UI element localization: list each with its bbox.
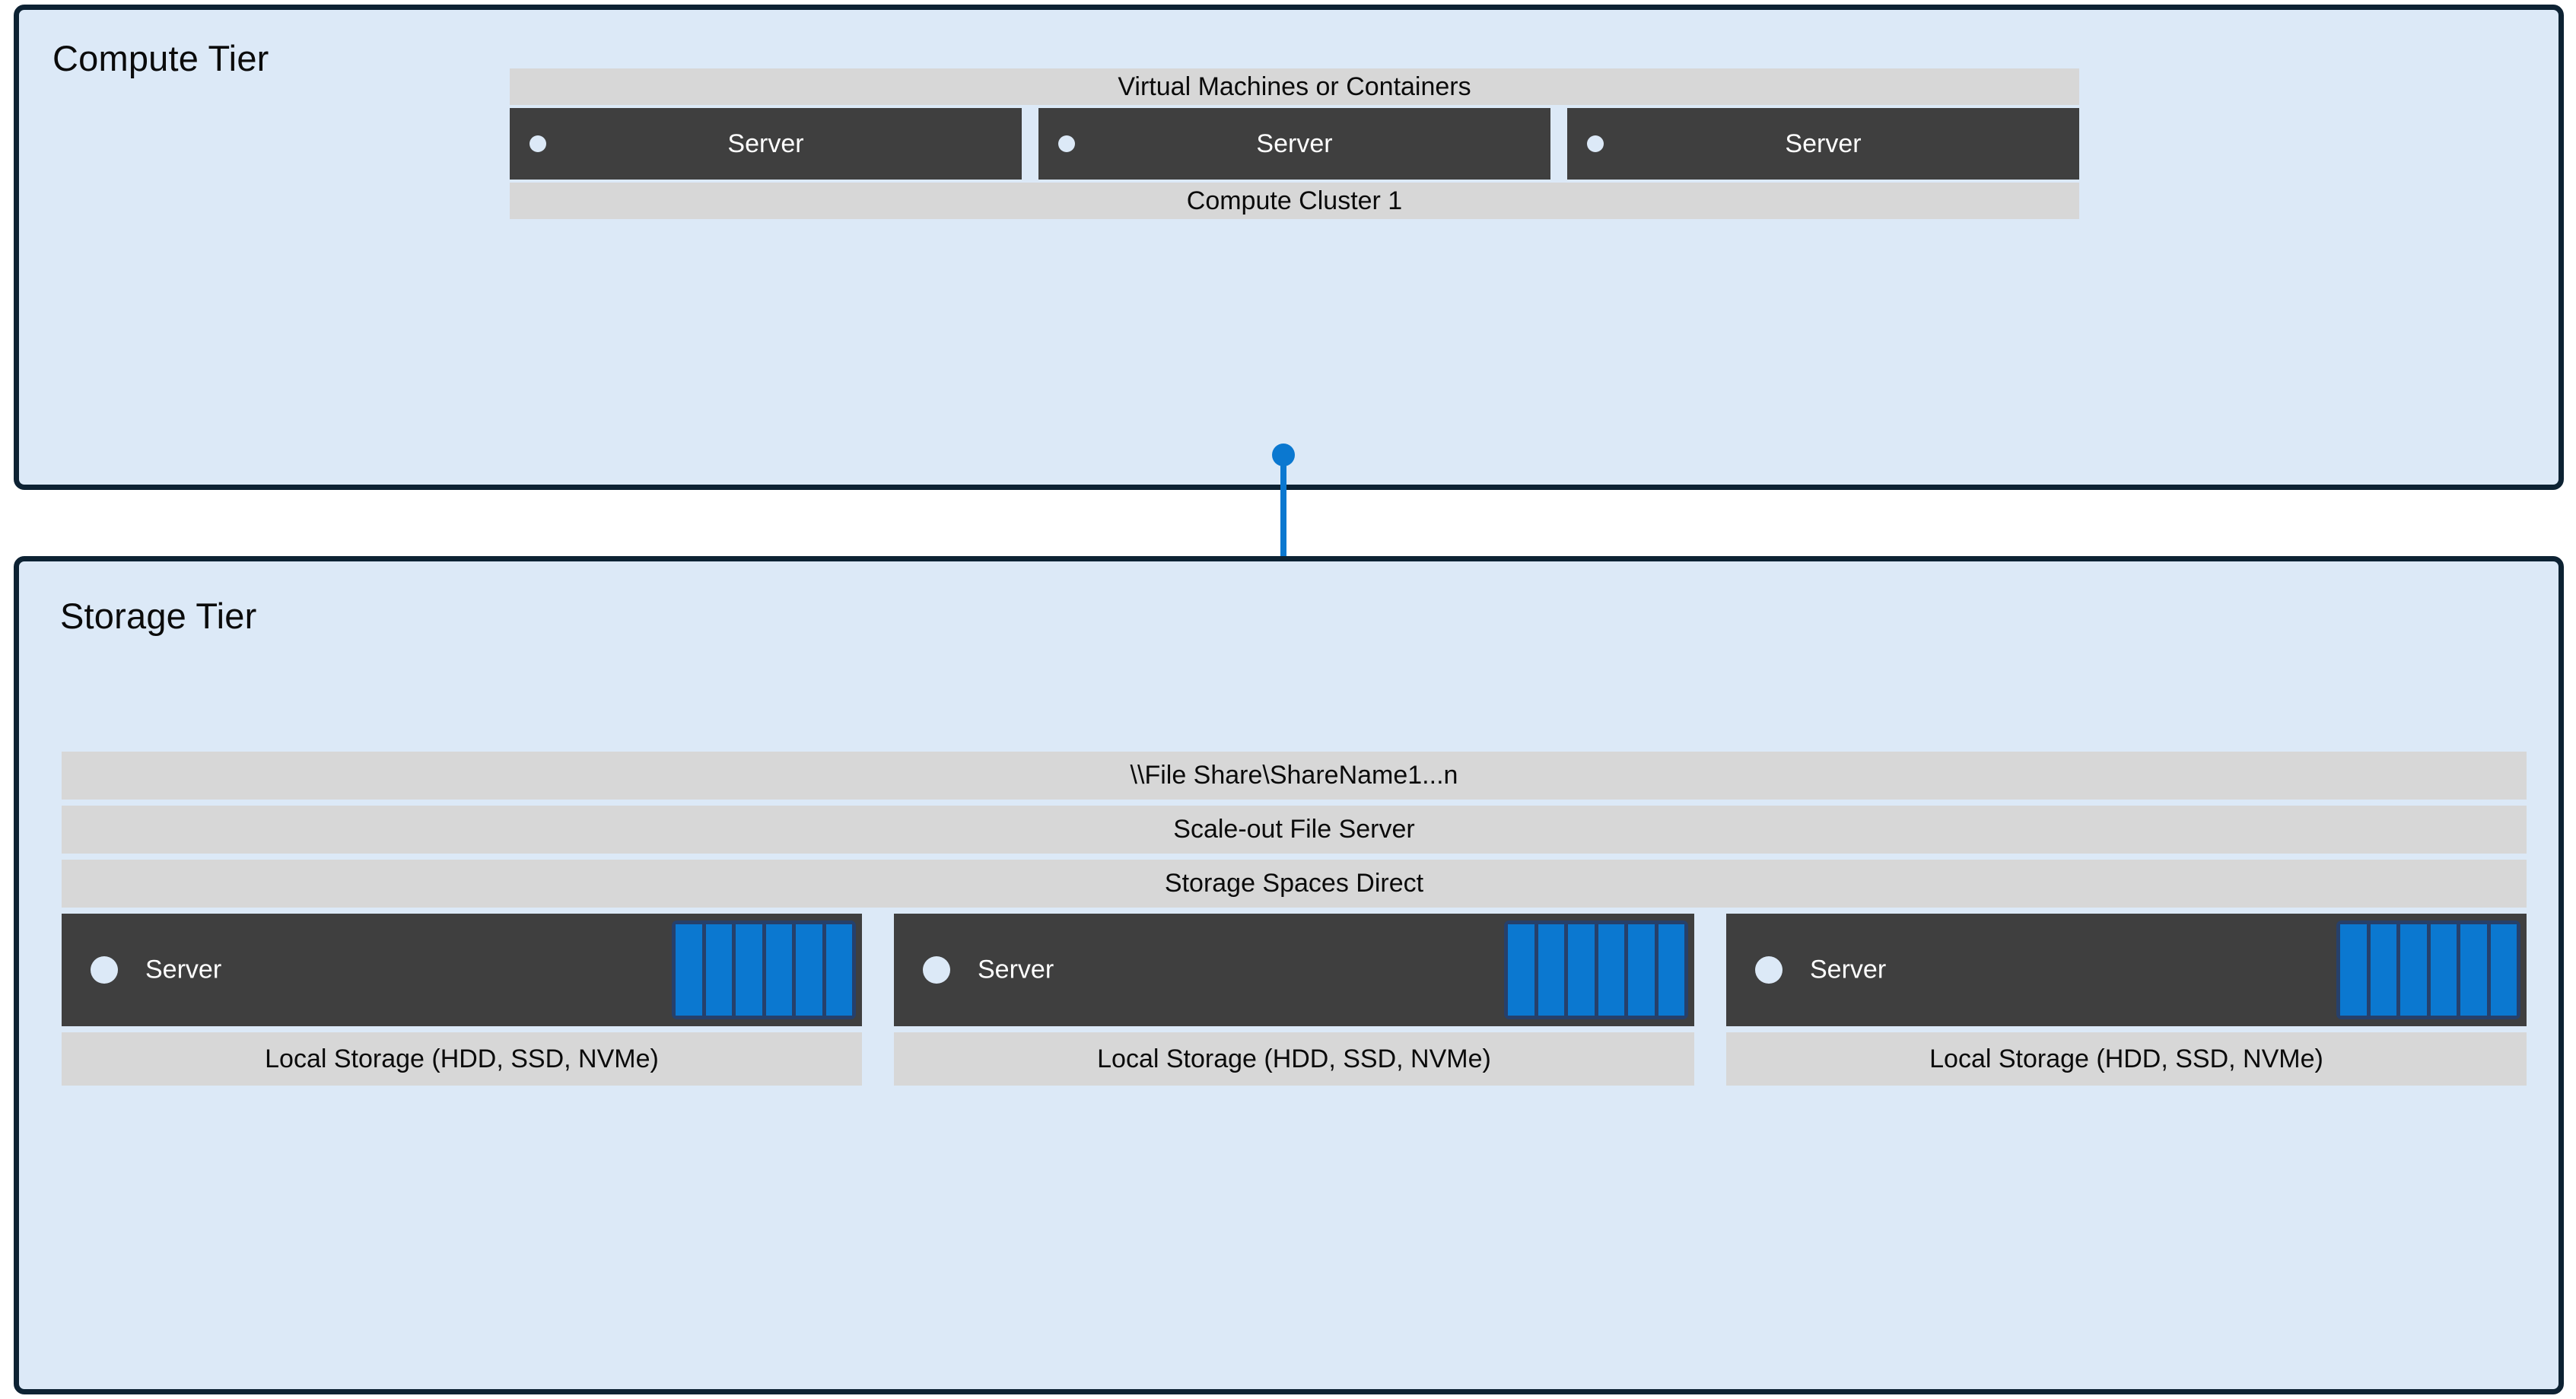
file-share-band: \\File Share\ShareName1...n	[62, 752, 2527, 800]
disk-icon	[676, 924, 702, 1016]
disk-icon	[1628, 924, 1655, 1016]
compute-server-row: Server Server Server	[510, 108, 2079, 180]
disk-icon	[2430, 924, 2457, 1016]
storage-server-2[interactable]: Server	[894, 914, 1694, 1026]
status-led-icon	[1587, 135, 1604, 152]
disk-icon	[2370, 924, 2396, 1016]
disk-icon	[2340, 924, 2367, 1016]
compute-cluster-band: Compute Cluster 1	[510, 183, 2079, 219]
compute-server-3-label: Server	[1785, 129, 1862, 158]
compute-server-1[interactable]: Server	[510, 108, 1022, 180]
disk-array-2	[1504, 920, 1688, 1019]
storage-server-3-label: Server	[1810, 955, 1887, 984]
disk-array-3	[2336, 920, 2520, 1019]
status-led-icon	[1058, 135, 1075, 152]
storage-tier-title: Storage Tier	[60, 596, 257, 636]
local-storage-band-3: Local Storage (HDD, SSD, NVMe)	[1726, 1032, 2527, 1086]
disk-icon	[765, 924, 792, 1016]
disk-icon	[1508, 924, 1534, 1016]
storage-stack: \\File Share\ShareName1...n Scale-out Fi…	[62, 752, 2527, 1086]
storage-tier-panel: Storage Tier \\File Share\ShareName1...n…	[14, 556, 2564, 1394]
storage-node-1: Server Local Storage (HDD, SSD, NVMe)	[62, 914, 862, 1086]
connector-line	[1280, 453, 1286, 609]
storage-node-2: Server Local Storage (HDD, SSD, NVMe)	[894, 914, 1694, 1086]
disk-icon	[2400, 924, 2427, 1016]
disk-icon	[1538, 924, 1564, 1016]
storage-server-3[interactable]: Server	[1726, 914, 2527, 1026]
compute-server-3[interactable]: Server	[1567, 108, 2079, 180]
status-led-icon	[923, 956, 950, 984]
disk-icon	[705, 924, 732, 1016]
disk-icon	[1658, 924, 1684, 1016]
compute-tier-panel: Compute Tier Virtual Machines or Contain…	[14, 5, 2564, 490]
storage-server-1-label: Server	[145, 955, 222, 984]
disk-icon	[2490, 924, 2517, 1016]
storage-server-2-label: Server	[978, 955, 1054, 984]
storage-node-columns: Server Local Storage (HDD, SSD, NVMe)	[62, 914, 2527, 1086]
local-storage-band-2: Local Storage (HDD, SSD, NVMe)	[894, 1032, 1694, 1086]
storage-server-1[interactable]: Server	[62, 914, 862, 1026]
disk-icon	[796, 924, 822, 1016]
compute-server-1-label: Server	[727, 129, 804, 158]
storage-spaces-direct-band: Storage Spaces Direct	[62, 860, 2527, 908]
compute-server-2[interactable]: Server	[1038, 108, 1550, 180]
compute-cluster-stack: Virtual Machines or Containers Server Se…	[510, 68, 2079, 219]
disk-icon	[2460, 924, 2487, 1016]
disk-icon	[1598, 924, 1624, 1016]
scale-out-file-server-band: Scale-out File Server	[62, 806, 2527, 854]
storage-node-3: Server Local Storage (HDD, SSD, NVMe)	[1726, 914, 2527, 1086]
status-led-icon	[530, 135, 546, 152]
status-led-icon	[91, 956, 118, 984]
disk-icon	[825, 924, 852, 1016]
virtual-machines-band: Virtual Machines or Containers	[510, 68, 2079, 105]
compute-tier-title: Compute Tier	[52, 38, 269, 78]
compute-server-2-label: Server	[1256, 129, 1333, 158]
disk-icon	[736, 924, 762, 1016]
disk-array-1	[672, 920, 856, 1019]
disk-icon	[1568, 924, 1595, 1016]
status-led-icon	[1755, 956, 1783, 984]
local-storage-band-1: Local Storage (HDD, SSD, NVMe)	[62, 1032, 862, 1086]
